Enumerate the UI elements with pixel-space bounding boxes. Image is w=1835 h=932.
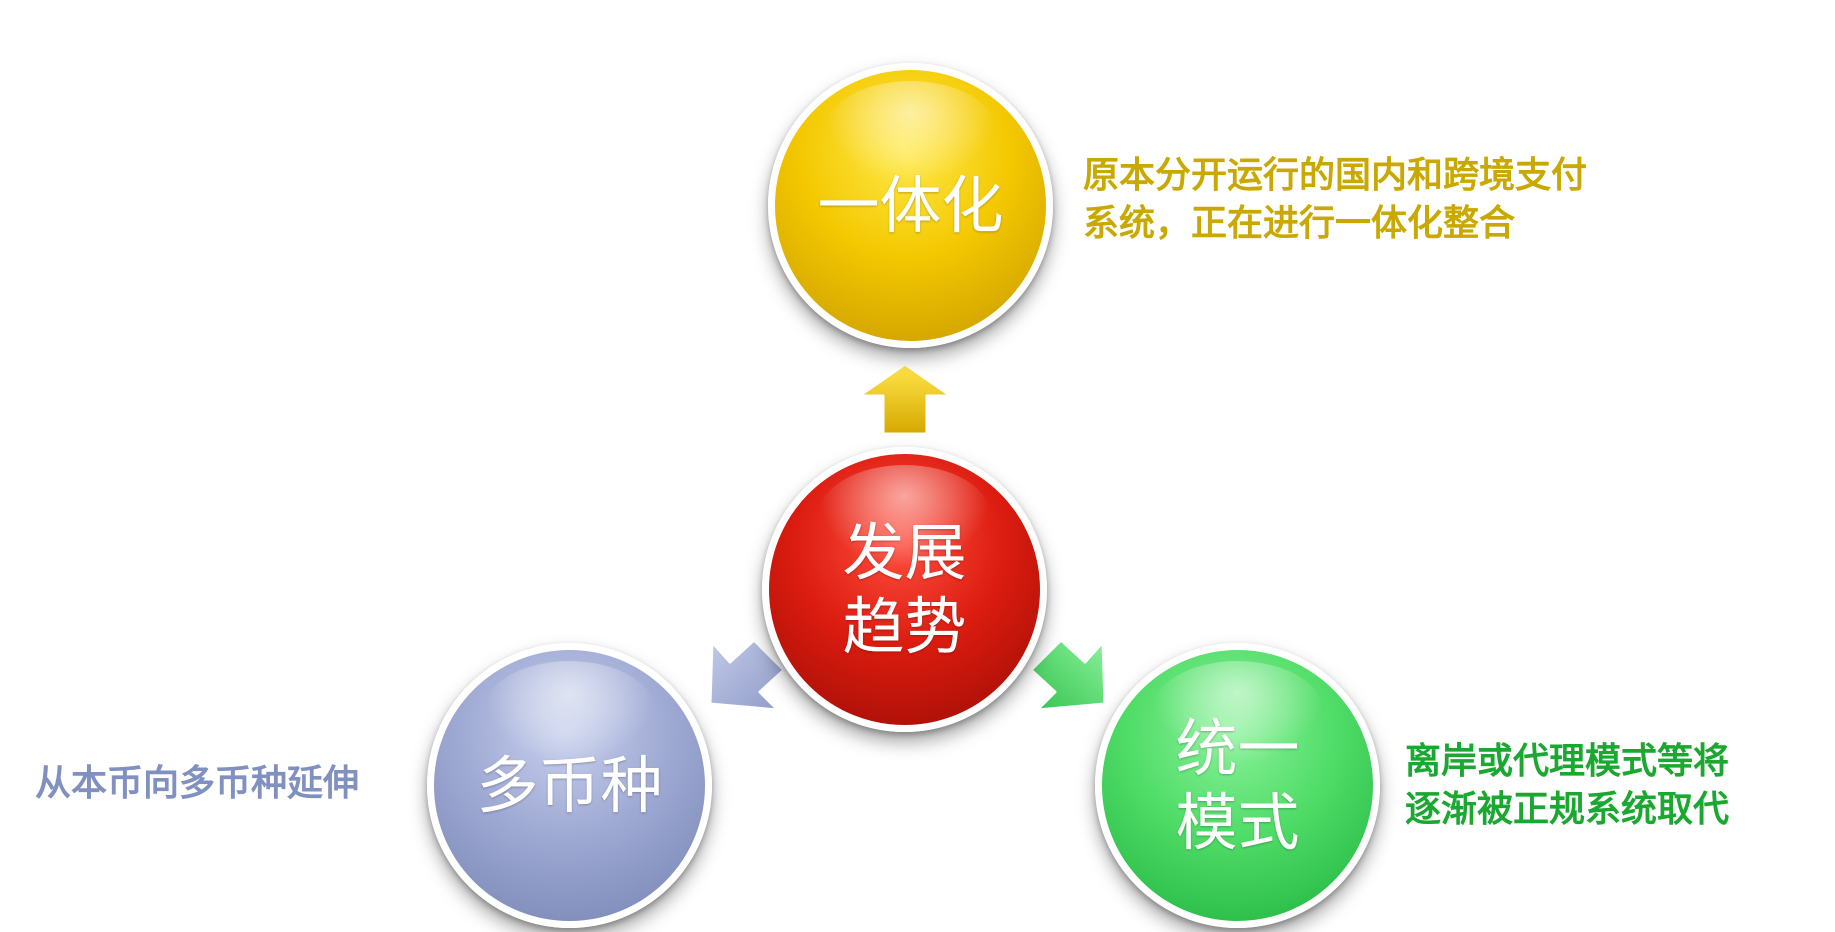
caption-multi-currency-line-1: 从本币向多币种延伸 (35, 763, 360, 804)
caption-unified-model: 离岸或代理模式等将 逐渐被正规系统取代 (1405, 738, 1729, 833)
node-center-line-2: 趋势 (842, 589, 967, 663)
arrow-down-left-icon (708, 638, 786, 712)
caption-integration: 原本分开运行的国内和跨境支付 系统，正在进行一体化整合 (1083, 152, 1587, 247)
caption-integration-line-1: 原本分开运行的国内和跨境支付 (1083, 155, 1588, 196)
arrow-up-icon (857, 362, 953, 436)
node-right-line-1: 统一 (1175, 712, 1300, 786)
node-integration: 一体化 (768, 63, 1053, 348)
node-multi-currency-label: 多币种 (476, 748, 663, 822)
arrow-down-right-icon (1029, 638, 1107, 712)
node-right-line-2: 模式 (1175, 785, 1300, 859)
node-integration-label: 一体化 (817, 168, 1004, 242)
node-center-line-1: 发展 (842, 516, 967, 590)
caption-multi-currency: 从本币向多币种延伸 (35, 760, 359, 808)
node-multi-currency: 多币种 (427, 643, 712, 928)
caption-integration-line-2: 系统，正在进行一体化整合 (1083, 202, 1516, 244)
caption-unified-model-line-1: 离岸或代理模式等将 (1405, 741, 1730, 782)
caption-unified-model-line-2: 逐渐被正规系统取代 (1405, 788, 1730, 830)
node-development-trend: 发展 趋势 (762, 447, 1047, 732)
node-unified-model: 统一 模式 (1095, 643, 1380, 928)
